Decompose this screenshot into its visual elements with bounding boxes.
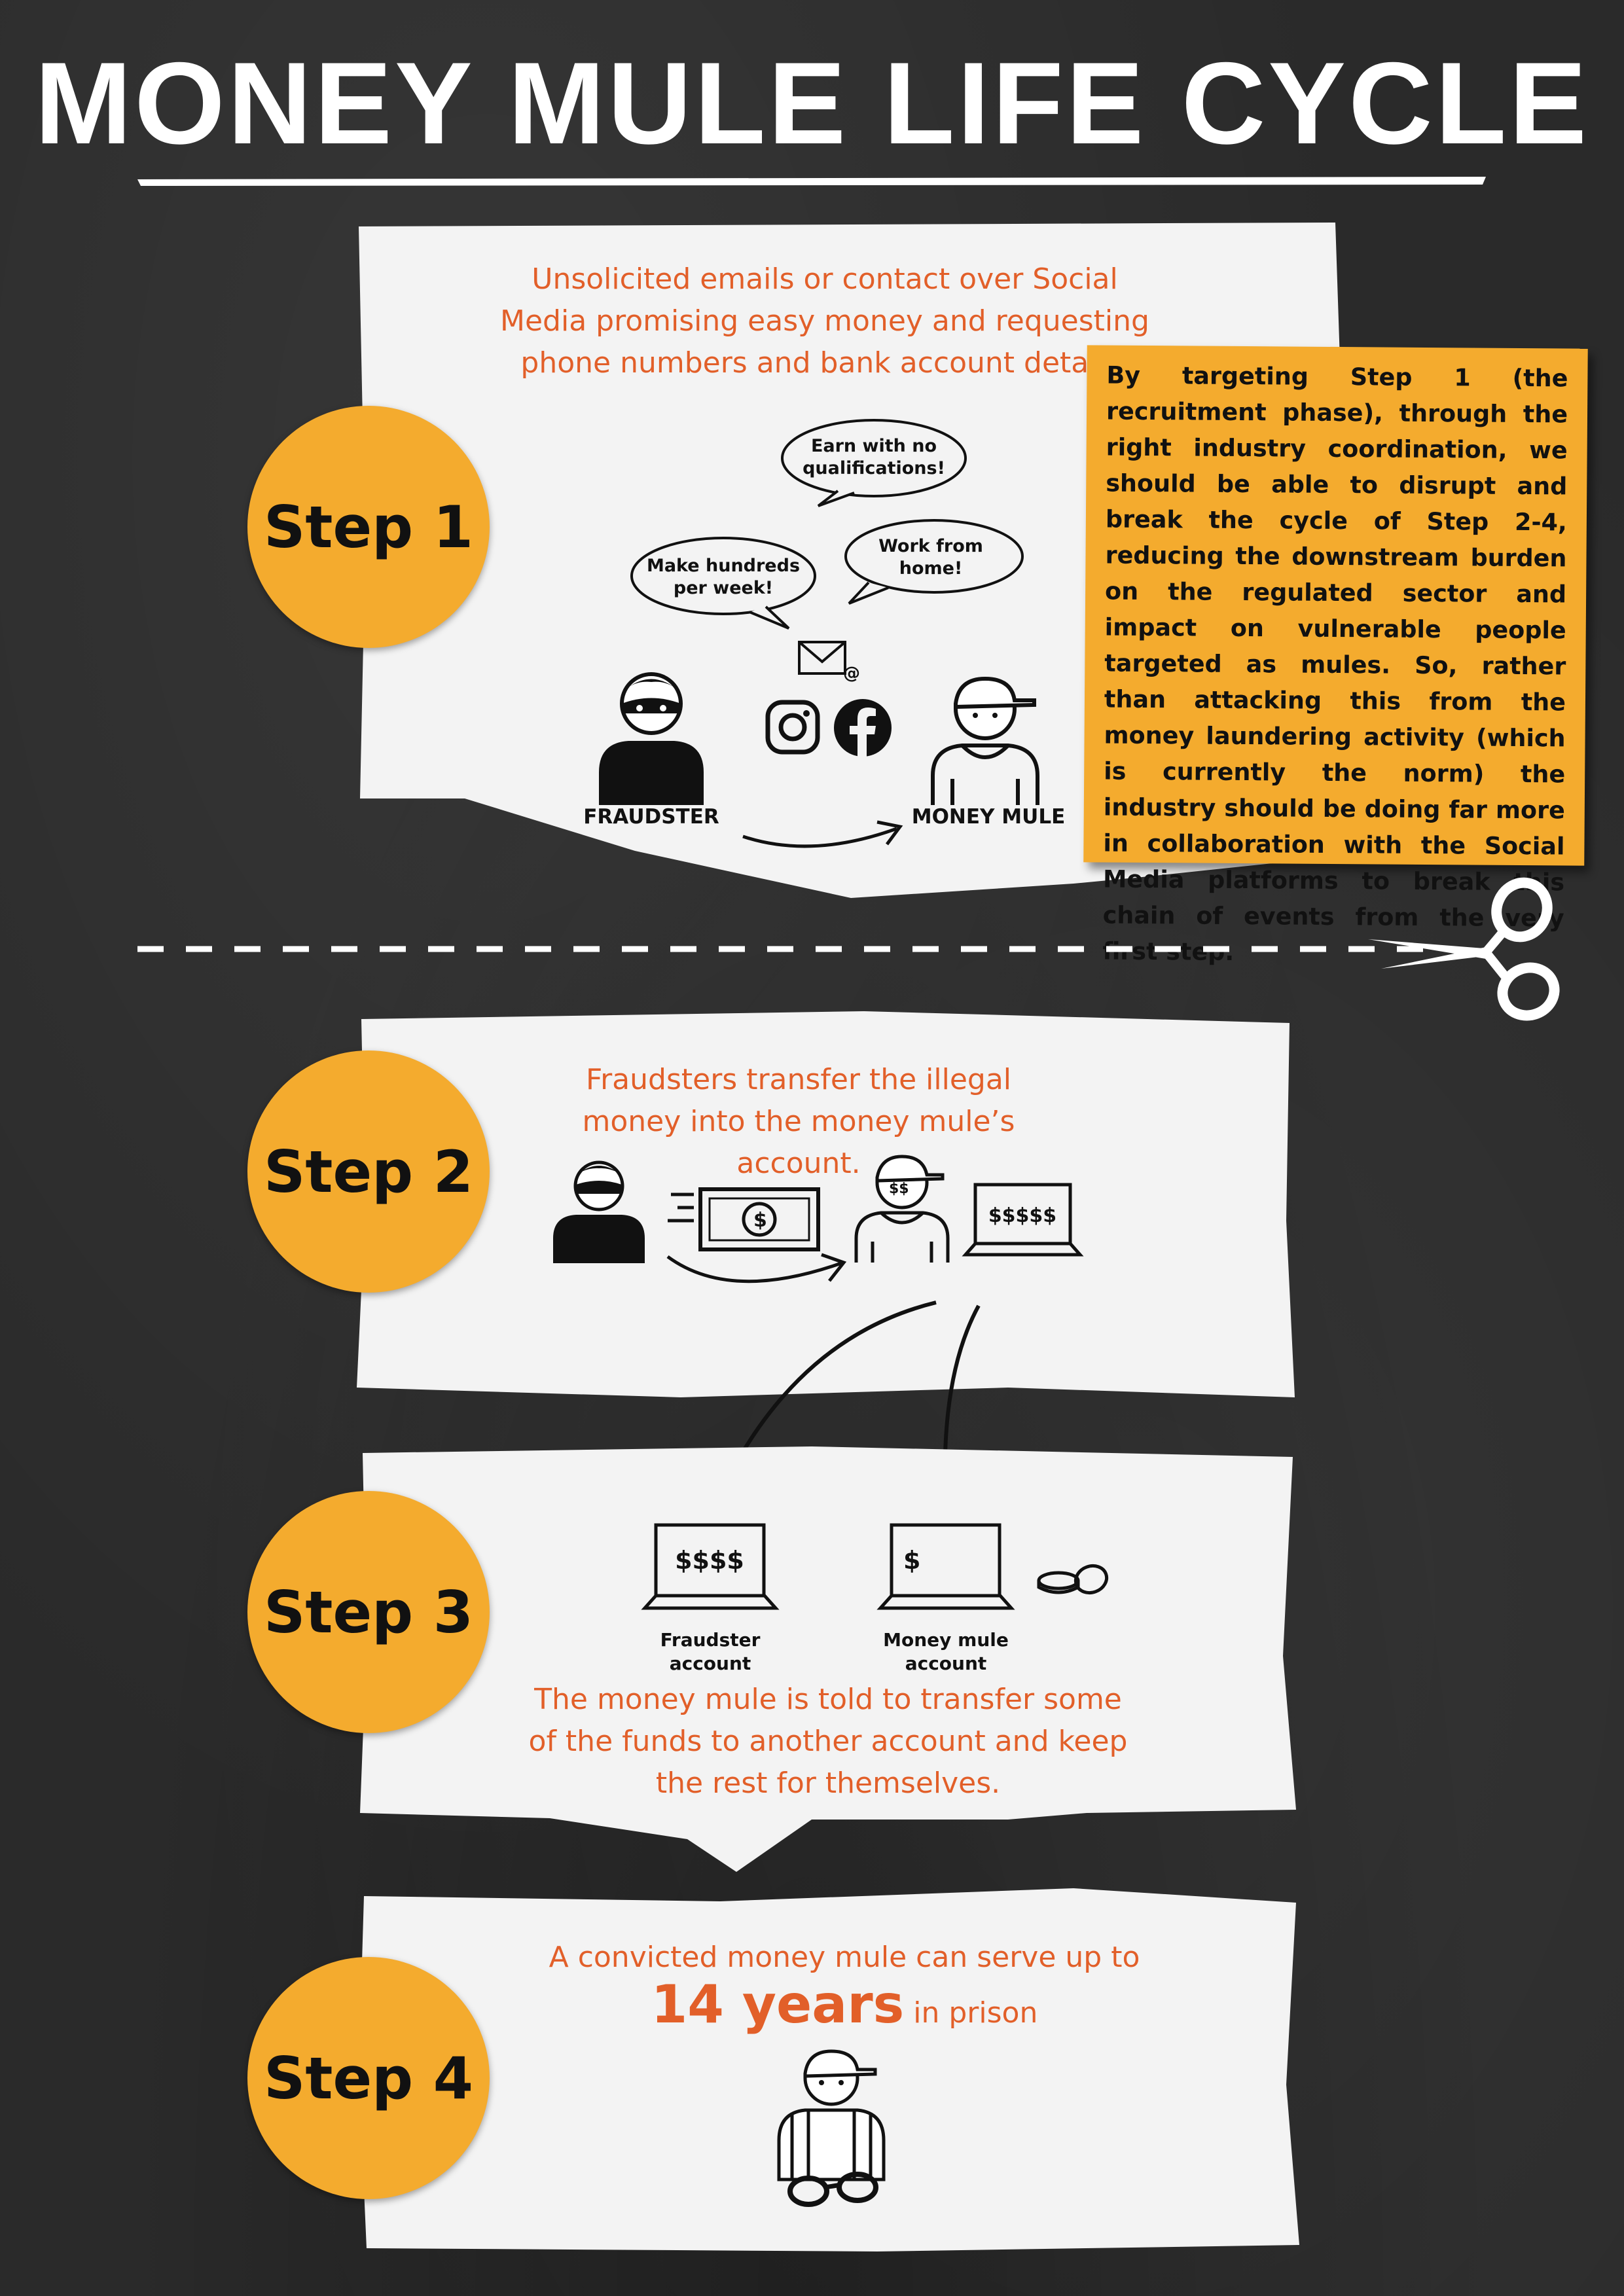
speech-bubble-earn — [781, 419, 967, 507]
mule-screen-text: $ — [903, 1546, 920, 1575]
step4-text-post: in prison — [913, 1996, 1038, 2030]
laptop-screen-text: $$$$$ — [988, 1204, 1056, 1227]
step4-circle: Step 4 — [247, 1957, 490, 2199]
money-mule-icon — [931, 676, 1039, 805]
email-icon: @ — [798, 641, 860, 683]
svg-text:@: @ — [843, 664, 860, 683]
step4-years: 14 years — [651, 1974, 905, 2035]
fraudster-screen-text: $$$$ — [675, 1546, 744, 1575]
page-title: MONEY MULE LIFE CYCLE — [34, 38, 1590, 168]
mule-cap-text: $$ — [889, 1181, 909, 1197]
facebook-icon — [834, 699, 892, 757]
fraudster-icon — [599, 672, 704, 805]
step4-label: Step 4 — [264, 2044, 473, 2112]
recruitment-note: By targeting Step 1 (the recruitment pha… — [1083, 345, 1588, 966]
cut-line — [137, 946, 1434, 952]
speech-bubble-make — [630, 537, 816, 630]
step1-label: Step 1 — [264, 493, 473, 561]
step2-paper — [357, 1011, 1295, 1397]
fraudster-small-icon — [553, 1160, 645, 1263]
instagram-icon — [765, 700, 820, 755]
scissors-icon — [1368, 877, 1560, 1021]
step1-description: Unsolicited emails or contact over Socia… — [500, 262, 1149, 380]
step4-text-pre: A convicted money mule can serve up to — [549, 1941, 1140, 1974]
fraudster-account-label: Fraudster account — [660, 1629, 761, 1674]
step3-label: Step 3 — [264, 1578, 473, 1646]
step2-circle: Step 2 — [247, 1050, 490, 1293]
bubble-earn-text: Earn with no qualifications! — [803, 436, 945, 478]
mule-account-laptop: $ — [876, 1523, 1015, 1610]
transfer-arrow — [666, 1253, 847, 1283]
money-mule-label: MONEY MULE — [911, 805, 1066, 829]
coins-icon — [1037, 1564, 1109, 1595]
step3-circle: Step 3 — [247, 1491, 490, 1733]
step2-description: Fraudsters transfer the illegal money in… — [582, 1063, 1015, 1180]
mule-account-label: Money mule account — [883, 1629, 1009, 1674]
step1-circle: Step 1 — [247, 406, 490, 648]
recruit-arrow — [742, 820, 903, 848]
laptop-icon: $$$$$ — [962, 1183, 1084, 1257]
step4-description: A convicted money mule can serve up to 1… — [517, 1934, 1172, 2037]
money-mule-small-icon: $$ — [854, 1155, 950, 1263]
fraudster-account-laptop: $$$$ — [641, 1523, 780, 1610]
prisoner-icon — [777, 2049, 886, 2207]
step2-label: Step 2 — [264, 1138, 473, 1206]
step3-paper — [360, 1446, 1296, 1872]
fraudster-label: FRAUDSTER — [583, 805, 719, 829]
cash-transfer-icon: $ — [668, 1187, 820, 1251]
step3-description: The money mule is told to transfer some … — [528, 1683, 1128, 1800]
bubble-make-text: Make hundreds per week! — [646, 556, 801, 598]
bubble-work-text: Work from home! — [878, 536, 983, 579]
speech-bubble-work — [844, 519, 1024, 605]
svg-text:$: $ — [753, 1209, 767, 1232]
title-underline — [137, 177, 1486, 186]
